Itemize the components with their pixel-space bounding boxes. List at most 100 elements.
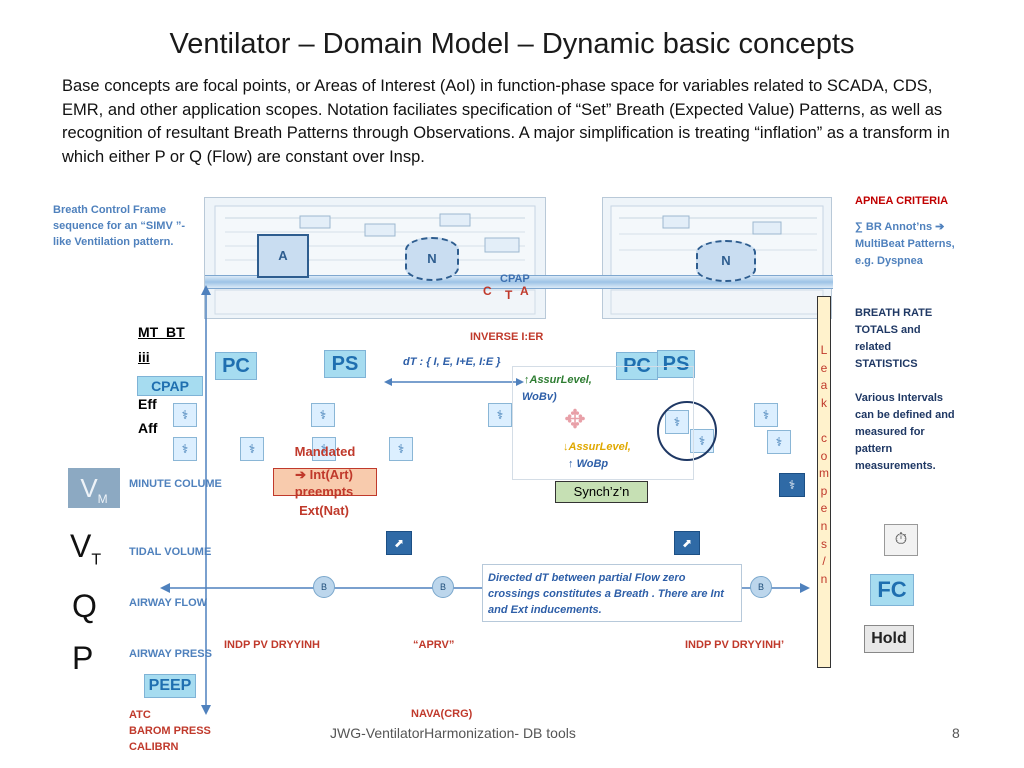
- leak-compensation-bar: [817, 296, 831, 668]
- frame-thumbnail-2: [602, 197, 832, 319]
- frame-thumbnail-1: [204, 197, 546, 319]
- ps-badge: PS: [324, 350, 366, 378]
- nava-label: NAVA(CRG): [411, 708, 473, 720]
- airway-flow-icon: Q: [72, 588, 97, 624]
- leak-letter: n: [820, 571, 828, 586]
- calibrn-label: CALIBRN: [129, 741, 179, 753]
- zoom-circle: [657, 401, 717, 461]
- inverse-ier-label: INVERSE I:ER: [470, 331, 544, 343]
- breath-node: B: [750, 576, 772, 598]
- lungs-icon: ⚕: [767, 430, 791, 454]
- preempts-label: preempts: [294, 484, 354, 499]
- synch-box: Synch’z’n: [555, 481, 648, 503]
- airway-flow-label: AIRWAY FLOW: [129, 597, 208, 609]
- wobp-label: ↑ WoBp: [568, 458, 609, 470]
- breath-frame-band: [205, 275, 833, 289]
- fc-badge: FC: [870, 574, 914, 606]
- footer-text: JWG-VentilatorHarmonization- DB tools: [330, 725, 576, 741]
- lungs-icon: ⚕: [754, 403, 778, 427]
- expand-arrows-icon: ✥: [564, 404, 586, 434]
- peep-badge: PEEP: [144, 674, 196, 698]
- phase-box-a: A: [257, 234, 309, 278]
- lungs-alert-icon: ⚕: [779, 473, 805, 497]
- wobp-text: WoBp: [576, 458, 609, 470]
- atc-letter-t: T: [505, 288, 513, 302]
- indp-pv-label-2: INDP PV DRYYINH’: [685, 639, 785, 651]
- assur-level-1: ↑AssurLevel,: [524, 374, 592, 386]
- int-art-label: ➔ Int(Art): [295, 467, 353, 482]
- leak-letter: o: [820, 448, 828, 463]
- aff-label: Aff: [138, 420, 158, 436]
- lungs-icon: ⚕: [389, 437, 413, 461]
- ext-nat-label: Ext(Nat): [299, 503, 349, 518]
- frame-thumbnail-1-sketch: [214, 205, 536, 315]
- iii-label: iii: [138, 349, 150, 365]
- page-number: 8: [952, 725, 960, 741]
- leak-letter: p: [820, 483, 828, 498]
- pc-badge: PC: [215, 352, 257, 380]
- br-annot-note: ∑ BR Annot’ns ➔ MultiBeat Patterns, e.g.…: [855, 221, 955, 267]
- lungs-icon: ⚕: [488, 403, 512, 427]
- slide-title: Ventilator – Domain Model – Dynamic basi…: [169, 28, 855, 60]
- lungs-icon: ⚕: [173, 403, 197, 427]
- minute-volume-label: MINUTE COLUME: [129, 478, 222, 490]
- tidal-volume-icon: VT: [70, 528, 102, 569]
- apnea-criteria-label: APNEA CRITERIA: [855, 195, 949, 207]
- indp-pv-label-1: INDP PV DRYYINH: [224, 639, 320, 651]
- leak-letter: a: [820, 378, 828, 393]
- leak-compensation-letters: L e a k c o m p e n s / n: [818, 342, 830, 588]
- phase-box-n-1: N: [405, 237, 459, 281]
- breath-rate-note: BREATH RATE TOTALS and related STATISTIC…: [855, 307, 933, 370]
- timer-icon: ⏱: [884, 524, 918, 556]
- assur-level-1-text: AssurLevel,: [529, 374, 592, 386]
- mt-bt-label: MT_BT: [138, 324, 185, 340]
- eff-label: Eff: [138, 396, 157, 412]
- trigger-icon: ⬈: [674, 531, 700, 555]
- leak-letter: [818, 412, 830, 430]
- breath-node: B: [313, 576, 335, 598]
- barom-press-label: BAROM PRESS: [129, 725, 211, 737]
- leak-letter: L: [820, 343, 828, 357]
- cpap-badge: CPAP: [137, 376, 203, 396]
- leak-letter: /: [822, 554, 826, 569]
- mandated-box: [273, 468, 377, 496]
- directed-note: Directed dT between partial Flow zero cr…: [488, 572, 724, 616]
- assur-level-2-text: AssurLevel,: [568, 441, 631, 453]
- lungs-icon: ⚕: [312, 437, 336, 461]
- airway-press-label: AIRWAY PRESS: [129, 648, 212, 660]
- tidal-volume-label: TIDAL VOLUME: [129, 546, 212, 558]
- leak-letter: m: [819, 466, 829, 481]
- airway-press-icon: P: [72, 640, 94, 676]
- hold-badge: Hold: [864, 625, 914, 653]
- cpap-top-label: CPAP: [500, 273, 530, 285]
- dt-arrow: [384, 378, 524, 386]
- atc-label: ATC: [129, 709, 151, 721]
- lungs-icon: ⚕: [173, 437, 197, 461]
- aprv-label: “APRV”: [413, 639, 455, 651]
- leak-letter: s: [821, 536, 827, 551]
- leak-letter: c: [821, 430, 827, 445]
- lungs-icon: ⚕: [240, 437, 264, 461]
- vertical-axis-arrow: [201, 285, 211, 715]
- lungs-icon: ⚕: [311, 403, 335, 427]
- leak-letter: n: [820, 518, 828, 533]
- wobv-label: WoBv): [522, 391, 557, 403]
- mandated-note: Mandated: [294, 444, 356, 459]
- minute-volume-icon: VM: [68, 468, 120, 508]
- assur-level-2: ↓AssurLevel,: [563, 441, 631, 453]
- leak-letter: k: [821, 395, 827, 410]
- intro-paragraph: Base concepts are focal points, or Areas…: [62, 77, 950, 166]
- phase-box-n-2: N: [696, 240, 756, 282]
- trigger-icon: ⬈: [386, 531, 412, 555]
- int-art-text: Int(Art): [309, 467, 353, 482]
- directed-note-box: [482, 564, 742, 622]
- dt-label: dT : { I, E, I+E, I:E }: [403, 356, 501, 368]
- observation-frame: [512, 366, 694, 480]
- leak-letter: e: [820, 501, 828, 516]
- atc-letter-a: A: [520, 284, 529, 298]
- ps-badge: PS: [657, 350, 695, 378]
- atc-letter-c: C: [483, 284, 492, 298]
- breath-control-note: Breath Control Frame sequence for an “SI…: [53, 204, 186, 248]
- breath-node: B: [432, 576, 454, 598]
- leak-letter: e: [820, 360, 828, 375]
